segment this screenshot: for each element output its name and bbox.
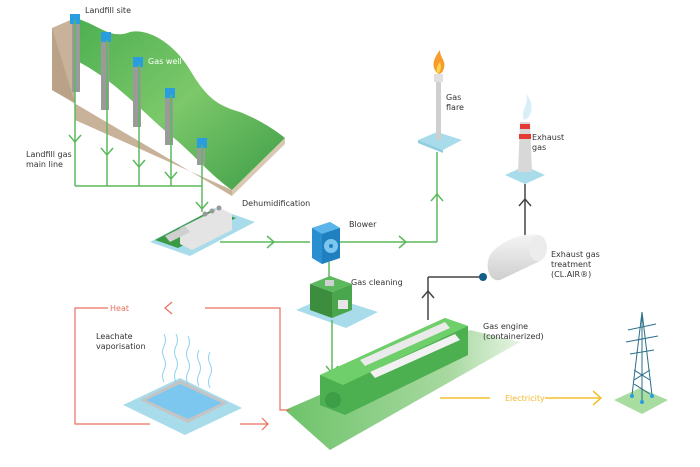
gas-engine-icon [285, 318, 520, 450]
gas-cleaning-container-icon [296, 276, 378, 328]
electricity-line [440, 390, 603, 406]
label-gas-cleaning: Gas cleaning [351, 278, 403, 287]
label-gas-flare: Gas flare [446, 93, 464, 112]
label-blower: Blower [349, 220, 377, 229]
label-landfill-gas-main-line: Landfill gas main line [26, 150, 72, 169]
label-exhaust-gas-treatment: Exhaust gas treatment (CL.AIR®) [551, 250, 600, 279]
gas-well-pipe [101, 38, 109, 110]
label-electricity: Electricity [505, 394, 545, 403]
gas-well-icon [101, 32, 111, 42]
heat-loop [74, 301, 290, 431]
gas-well-pipe [197, 143, 205, 165]
gas-line-dehumidifier-to-blower [220, 235, 310, 249]
gas-well-pipe [165, 93, 173, 145]
blower-fan-icon [312, 222, 340, 264]
chimney-icon [505, 94, 545, 184]
gas-well-pipe [133, 63, 141, 127]
gas-well-icon [70, 14, 80, 24]
dehumidifier-icon [150, 205, 255, 256]
label-dehumidification: Dehumidification [242, 199, 311, 208]
leachate-pond-icon [123, 333, 242, 435]
label-gas-engine: Gas engine (containerized) [483, 322, 544, 341]
label-heat: Heat [110, 304, 129, 313]
label-gas-well: Gas well [148, 57, 182, 66]
gas-well-pipe [72, 22, 80, 92]
label-exhaust-gas: Exhaust gas [532, 133, 565, 152]
exhaust-line-treatment-to-stack [518, 184, 532, 240]
gas-line-blower-to-flare [340, 152, 444, 249]
power-pylon-icon [614, 311, 668, 414]
gas-well-icon [197, 138, 207, 148]
gas-well-icon [165, 88, 175, 98]
label-leachate-vaporisation: Leachate vaporisation [96, 332, 146, 351]
exhaust-treatment-icon [479, 234, 547, 281]
vapour-lines [162, 333, 212, 389]
landfill-gas-main-line [68, 20, 209, 212]
exhaust-line-engine-to-treatment [421, 276, 480, 320]
gas-well-icon [133, 57, 143, 67]
gas-flare-icon [418, 50, 462, 153]
label-landfill-site: Landfill site [85, 6, 131, 15]
landfill-hill-icon [52, 14, 285, 196]
